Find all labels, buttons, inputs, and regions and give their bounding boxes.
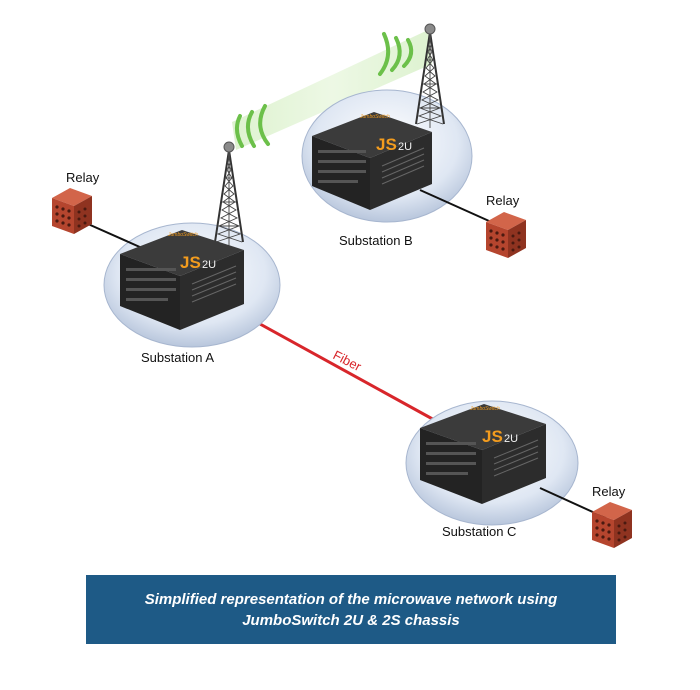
fiber-link: [239, 311, 439, 424]
relay-c-label: Relay: [592, 484, 626, 499]
relay-a-label: Relay: [66, 170, 100, 185]
substation-c-label: Substation C: [442, 524, 516, 539]
fiber-label: Fiber: [331, 347, 365, 374]
substation-c-node: JumboSwitch JS 2U Relay Substation C: [405, 400, 632, 548]
chassis-b: JumboSwitch JS 2U: [312, 112, 432, 210]
caption-line-1: Simplified representation of the microwa…: [144, 590, 558, 608]
js-logo-c: JS: [482, 427, 503, 446]
chassis-model-c: 2U: [504, 433, 518, 445]
svg-text:JumboSwitch: JumboSwitch: [469, 406, 500, 412]
chassis-model-a: 2U: [202, 259, 216, 271]
svg-text:JumboSwitch: JumboSwitch: [359, 114, 390, 120]
js-logo-b: JS: [376, 135, 397, 154]
js-logo-a: JS: [180, 253, 201, 272]
svg-text:JumboSwitch: JumboSwitch: [167, 232, 198, 238]
relay-b-icon: [486, 212, 526, 258]
relay-c-icon: [592, 502, 632, 548]
chassis-c: JumboSwitch JS 2U: [420, 404, 546, 504]
chassis-model-b: 2U: [398, 141, 412, 153]
substation-b-node: JumboSwitch JS 2U Relay Substation B: [301, 23, 526, 258]
substation-a-label: Substation A: [141, 350, 214, 365]
caption-line-2: JumboSwitch 2U & 2S chassis: [242, 611, 460, 629]
caption-banner: Simplified representation of the microwa…: [86, 575, 616, 644]
relay-a-icon: [52, 188, 92, 234]
relay-b-cable: [419, 189, 499, 226]
microwave-link: [232, 30, 432, 150]
chassis-a: JumboSwitch JS 2U: [120, 230, 244, 330]
substation-a-node: JumboSwitch JS 2U Relay Substation A: [52, 141, 281, 365]
substation-b-label: Substation B: [339, 233, 413, 248]
relay-b-label: Relay: [486, 193, 520, 208]
